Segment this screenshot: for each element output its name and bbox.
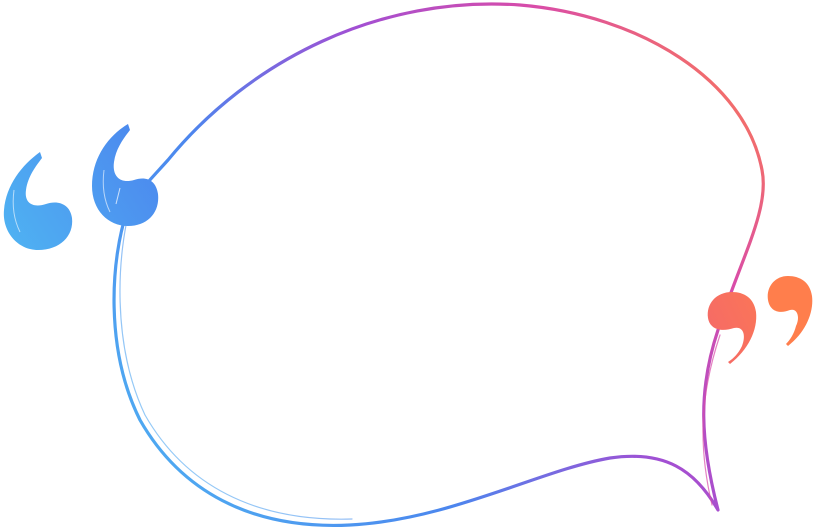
- close-quote-right-icon: [767, 276, 813, 346]
- bubble-outline-sketch: [119, 199, 353, 520]
- open-quote-left-icon: [3, 152, 73, 250]
- close-quote-left-icon: [707, 292, 757, 364]
- bubble-outline: [112, 2, 765, 528]
- bubble-tail-sketch: [702, 334, 721, 506]
- open-quote-right-icon: [92, 124, 159, 226]
